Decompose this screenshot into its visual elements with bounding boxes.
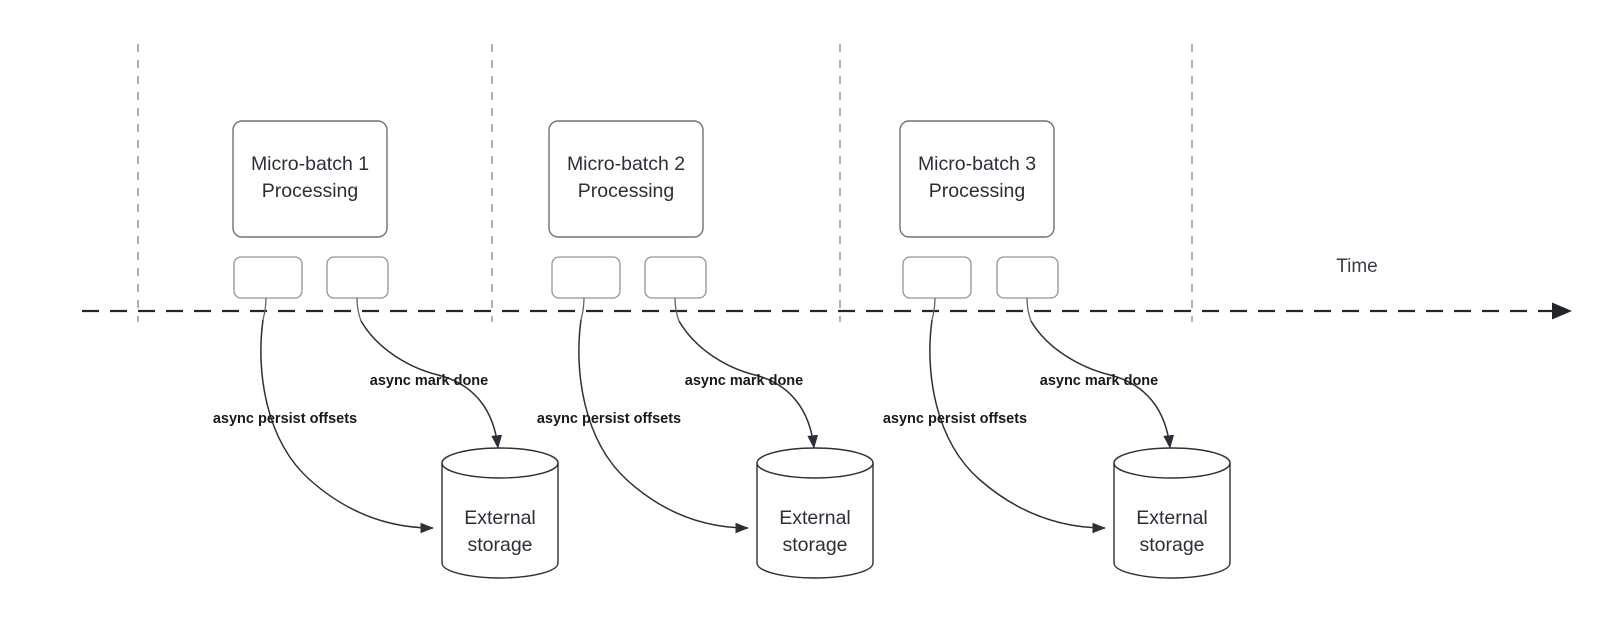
micro-batch-2-label-line2: Processing [578, 180, 674, 202]
group-2-async-mark-done-arrow [678, 320, 819, 449]
group-1-external-storage-label-line2: storage [467, 534, 532, 556]
batch-boundary-lines [137, 44, 1193, 322]
group-2-async-persist-offsets-arrow [578, 319, 749, 534]
micro-batch-1-label-line2: Processing [262, 180, 358, 202]
group-1-external-storage-top [441, 447, 559, 479]
group-2-external-storage-label-line1: External [779, 507, 851, 529]
micro-batch-group-1: Micro-batch 1 Processing async persist o… [213, 120, 559, 579]
group-3-async-mark-done-arrow [1030, 320, 1175, 449]
time-axis-label: Time [1336, 256, 1378, 277]
group-1-task-box-left[interactable] [233, 256, 303, 299]
group-1-stem-left [262, 297, 267, 321]
micro-batch-group-3: Micro-batch 3 Processing async persist o… [883, 120, 1231, 579]
group-3-external-storage-label-line1: External [1136, 507, 1208, 529]
group-3-external-storage-body[interactable] [1113, 462, 1231, 579]
group-2-external-storage-body[interactable] [756, 462, 874, 579]
time-axis: Time [82, 256, 1572, 320]
micro-batch-2-label-line1: Micro-batch 2 [567, 153, 685, 175]
micro-batch-3-box[interactable] [899, 120, 1055, 238]
micro-batch-1-box[interactable] [232, 120, 388, 238]
group-1-external-storage-label-line1: External [464, 507, 536, 529]
group-2-async-persist-offsets-label: async persist offsets [537, 411, 681, 427]
group-1-async-persist-offsets-label: async persist offsets [213, 411, 357, 427]
group-3-async-persist-offsets-arrow [929, 319, 1106, 534]
group-3-async-persist-offsets-label: async persist offsets [883, 411, 1027, 427]
micro-batch-1-label-line1: Micro-batch 1 [251, 153, 369, 175]
group-3-task-box-left[interactable] [902, 256, 972, 299]
group-2-async-mark-done-label: async mark done [685, 373, 803, 389]
group-3-external-storage-top [1113, 447, 1231, 479]
group-3-task-box-right[interactable] [996, 256, 1059, 299]
group-1-async-mark-done-label: async mark done [370, 373, 488, 389]
micro-batch-3-label-line1: Micro-batch 3 [918, 153, 1036, 175]
group-2-stem-left [580, 297, 585, 321]
micro-batch-group-2: Micro-batch 2 Processing async persist o… [537, 120, 874, 579]
micro-batch-3-label-line2: Processing [929, 180, 1025, 202]
group-2-stem-right [674, 297, 680, 322]
group-2-external-storage-label-line2: storage [782, 534, 847, 556]
time-axis-arrowhead [1552, 302, 1572, 320]
group-2-external-storage-top [756, 447, 874, 479]
group-3-async-mark-done-label: async mark done [1040, 373, 1158, 389]
group-1-task-box-right[interactable] [326, 256, 389, 299]
group-2-task-box-left[interactable] [551, 256, 621, 299]
group-1-external-storage-body[interactable] [441, 462, 559, 579]
group-3-stem-left [931, 297, 936, 321]
group-1-async-persist-offsets-arrow [260, 319, 434, 534]
group-3-stem-right [1026, 297, 1032, 322]
group-3-external-storage-label-line2: storage [1139, 534, 1204, 556]
micro-batch-2-box[interactable] [548, 120, 704, 238]
group-1-stem-right [356, 297, 362, 322]
group-1-async-mark-done-arrow [360, 320, 503, 449]
group-2-task-box-right[interactable] [644, 256, 707, 299]
